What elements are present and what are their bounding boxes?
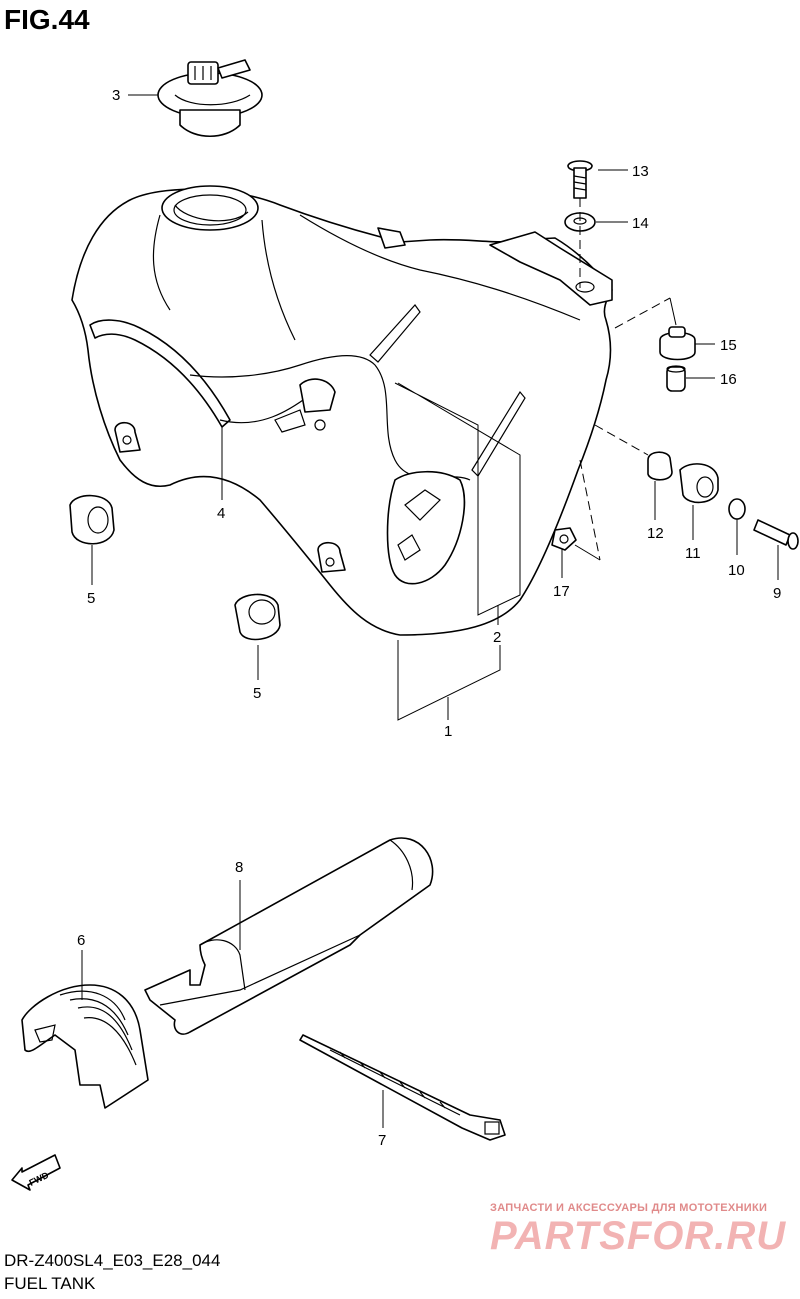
callout-12: 12 [647,525,664,542]
watermark-tagline: ЗАПЧАСТИ И АКСЕССУАРЫ ДЛЯ МОТОТЕХНИКИ [490,1202,768,1214]
collar-16 [666,365,686,392]
callout-7: 7 [378,1132,386,1149]
callout-10: 10 [728,562,745,579]
callout-9: 9 [773,585,781,602]
callout-14: 14 [632,215,649,232]
callout-4: 4 [217,505,225,522]
callout-6: 6 [77,932,85,949]
bolt-9 [753,519,799,550]
figure-name: FUEL TANK [4,1274,96,1293]
callout-1: 1 [444,723,452,740]
dashed-reference-lines [574,198,677,561]
fuel-cap [157,59,263,137]
figure-code: DR-Z400SL4_E03_E28_044 [4,1251,221,1270]
protector-8 [144,837,434,1035]
figure-title: FIG.44 [4,4,90,35]
cushion-5b [234,593,281,641]
clamp-6 [21,984,149,1109]
watermark-site: PARTSFOR.RU [490,1214,787,1258]
callout-5b: 5 [253,685,261,702]
callout-15: 15 [720,337,737,354]
cushion-12 [647,451,673,481]
callout-8: 8 [235,859,243,876]
callout-2: 2 [493,629,501,646]
cushion-5a [69,494,115,545]
nut-17 [551,527,577,551]
tie-7 [299,1034,506,1141]
callout-13: 13 [632,163,649,180]
bolt-13 [567,160,593,199]
callout-17: 17 [553,583,570,600]
washer-10 [728,498,746,520]
fuel-tank [71,185,613,636]
callout-5a: 5 [87,590,95,607]
fwd-arrow-icon [11,1154,61,1191]
callout-3: 3 [112,87,120,104]
callout-11: 11 [685,545,701,562]
cushion-15 [659,326,696,361]
leader-lines [81,94,779,1128]
cushion-11 [679,463,719,504]
callout-16: 16 [720,371,737,388]
